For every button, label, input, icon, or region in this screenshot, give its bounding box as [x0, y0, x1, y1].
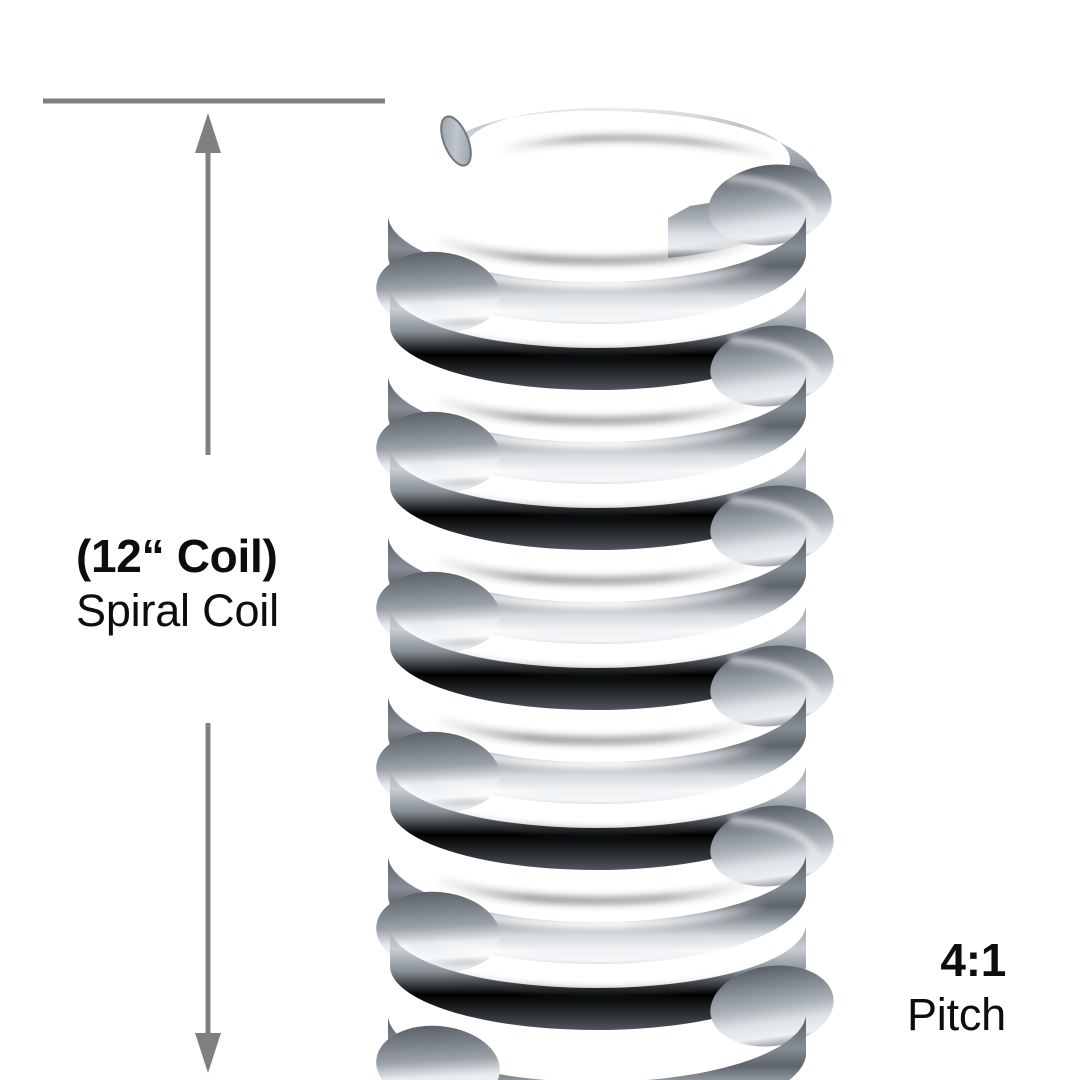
pitch-ratio-value: 4:1 — [940, 934, 1006, 986]
pitch-callout: 4:1 Pitch — [907, 936, 1006, 1038]
coil-length-value: (12“ Coil) — [76, 530, 278, 582]
coil-turn-0-right-lobe — [668, 164, 832, 258]
coil-cut-end-cap — [440, 115, 472, 167]
pitch-label: Pitch — [906, 988, 1006, 1040]
dimension-arrowhead-up — [195, 113, 221, 153]
coil-length-callout: (12“ Coil) Spiral Coil — [76, 532, 279, 634]
dimension-arrowhead-down — [195, 1033, 221, 1073]
coil-turn-3-back — [390, 606, 806, 710]
coil-turn-2-back — [390, 446, 806, 550]
coil-turn-1-back — [390, 286, 806, 390]
coil-type-label: Spiral Coil — [76, 584, 279, 636]
coil-turn-6-left-lobe — [376, 1025, 500, 1080]
coil-turn-5-back — [390, 926, 806, 1030]
coil-turn-4-back — [390, 766, 806, 870]
